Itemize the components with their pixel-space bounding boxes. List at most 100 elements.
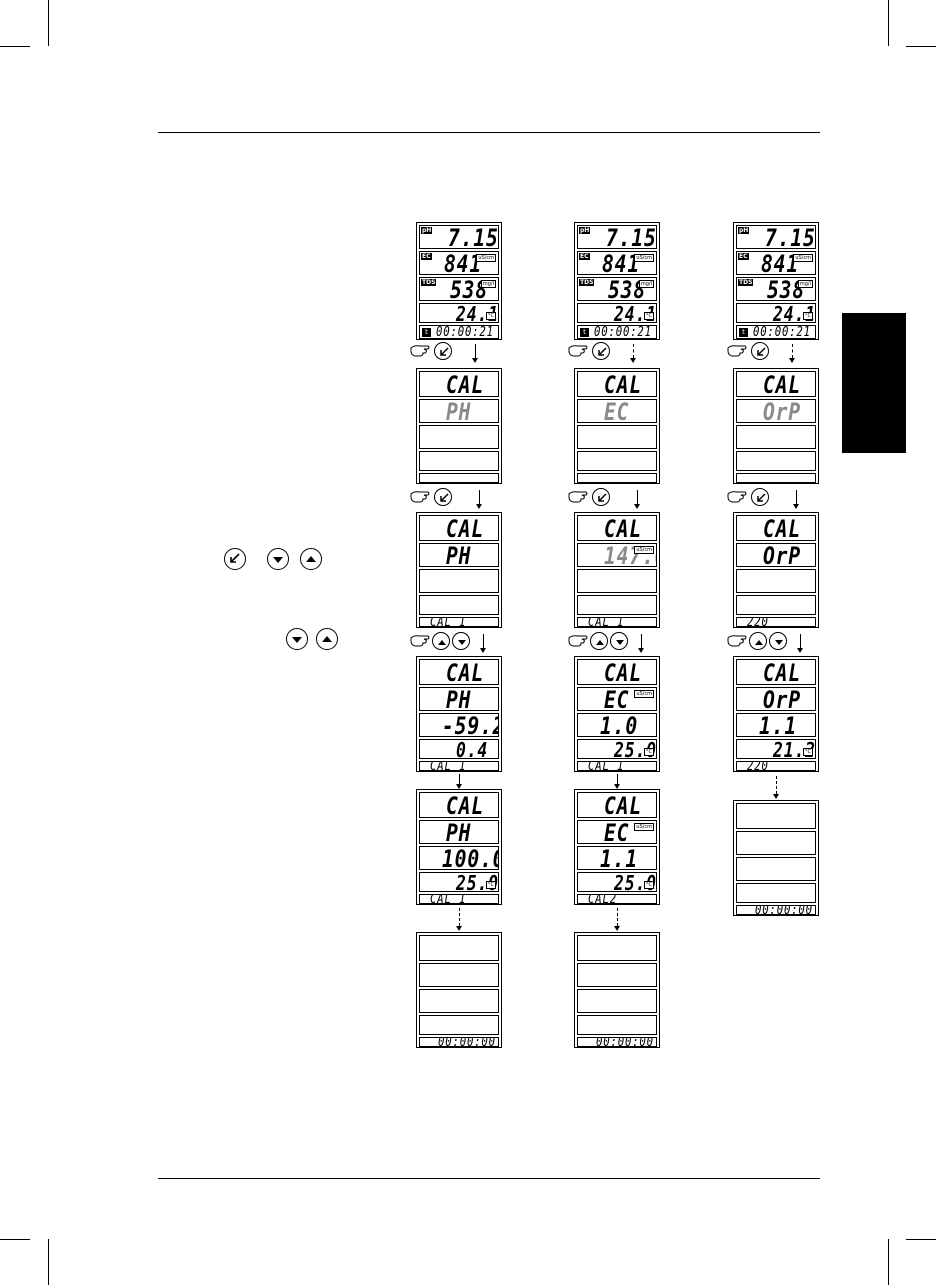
display-row: CAL xyxy=(577,792,657,818)
ec-label: EC xyxy=(738,253,749,260)
cal-line-1: CAL xyxy=(446,371,485,397)
flow-arrow xyxy=(796,490,797,504)
flow-arrow xyxy=(617,908,618,926)
display-row: CAL xyxy=(577,659,657,685)
arrow-head-icon xyxy=(472,358,478,363)
enter-key-icon xyxy=(751,488,769,506)
display-row xyxy=(736,883,816,903)
up-key-icon xyxy=(316,628,338,650)
arrow-head-icon xyxy=(634,504,640,509)
tds-unit: mg/l xyxy=(480,280,496,288)
time-label: t xyxy=(580,328,589,337)
display-row: 00:00:00 xyxy=(419,1037,499,1047)
time-value: 00:00:00 xyxy=(755,905,813,915)
display-row: CAL xyxy=(419,515,499,541)
ph-value: 7.15 xyxy=(448,225,499,249)
arrow-head-icon xyxy=(480,648,486,653)
cal-line-3: 1.1 xyxy=(600,846,639,870)
header-rule xyxy=(158,132,820,133)
enter-key-icon xyxy=(224,548,246,570)
footer-rule xyxy=(158,1178,820,1179)
flow-arrow xyxy=(617,774,618,784)
arrow-head-icon xyxy=(456,926,462,931)
hand-pointer-icon xyxy=(410,632,434,652)
display-row: PH xyxy=(419,687,499,711)
cal-line-2: PH xyxy=(446,399,472,423)
tds-value: 538 xyxy=(767,277,806,301)
cal-line-5: CAL 1 xyxy=(588,617,625,627)
blank-display-screen: 00:00:00 xyxy=(574,932,660,1048)
cal-line-1: CAL xyxy=(763,515,802,541)
cal-line-2: EC xyxy=(604,687,630,711)
arrow-head-icon xyxy=(614,784,620,789)
display-row xyxy=(419,989,499,1013)
hand-pointer-icon xyxy=(727,632,751,652)
time-label: t xyxy=(422,328,431,337)
time-value: 00:00:00 xyxy=(438,1037,496,1047)
display-row: PH xyxy=(419,543,499,567)
tds-label: TDS xyxy=(579,279,595,286)
up-key-icon xyxy=(300,548,322,570)
hand-pointer-icon xyxy=(568,342,592,362)
display-row: 25.0°C xyxy=(577,872,657,892)
cal-line-1: CAL xyxy=(446,792,485,818)
arrow-head-icon xyxy=(630,358,636,363)
flow-arrow xyxy=(792,344,793,358)
display-row: PH xyxy=(419,399,499,423)
down-key-icon xyxy=(769,632,787,650)
display-row: CAL xyxy=(419,371,499,397)
down-key-icon xyxy=(267,548,289,570)
display-row xyxy=(736,425,816,449)
blank-display-screen: 00:00:00 xyxy=(733,800,819,916)
display-row: 24.1°C xyxy=(736,303,816,323)
display-row: CAL xyxy=(577,515,657,541)
cal-line-1: CAL xyxy=(604,371,643,397)
display-row: CAL 1 xyxy=(577,761,657,771)
cal-line-2-unit: uS/cm xyxy=(634,546,654,554)
up-key-icon xyxy=(432,632,450,650)
display-row: 220 xyxy=(736,617,816,627)
cal-line-2-unit: uS/cm xyxy=(634,823,654,831)
arrow-head-icon xyxy=(614,926,620,931)
arrow-head-icon xyxy=(476,504,482,509)
cal-line-2: EC xyxy=(604,399,630,423)
flow-arrow xyxy=(776,776,777,794)
display-row xyxy=(577,569,657,593)
time-value: 00:00:21 xyxy=(753,325,811,339)
ph-label: pH xyxy=(579,227,591,234)
cal-line-4-unit: °C xyxy=(486,881,496,889)
display-row xyxy=(736,473,816,483)
down-key-icon xyxy=(610,632,628,650)
cal-line-5: CAL2 xyxy=(588,894,617,904)
display-row: 24.1°C xyxy=(577,303,657,323)
crop-mark xyxy=(0,46,30,47)
cal-line-2: PH xyxy=(446,687,472,711)
tds-value: 538 xyxy=(608,277,647,301)
display-row xyxy=(419,595,499,615)
display-row: 00:00:00 xyxy=(577,1037,657,1047)
display-row xyxy=(577,425,657,449)
display-row: 1.1 xyxy=(736,713,816,737)
cal-line-2: OrP xyxy=(763,543,802,567)
crop-mark xyxy=(888,1239,889,1285)
ec-value: 841 xyxy=(761,251,800,275)
enter-key-icon xyxy=(592,342,610,360)
crop-mark xyxy=(906,46,936,47)
temperature-unit: °C xyxy=(486,312,496,320)
display-row: 25.0°C xyxy=(577,739,657,759)
display-row xyxy=(577,595,657,615)
display-row: 25.0°C xyxy=(419,872,499,892)
flow-arrow xyxy=(479,490,480,504)
cal-line-5: CAL 1 xyxy=(588,761,625,771)
